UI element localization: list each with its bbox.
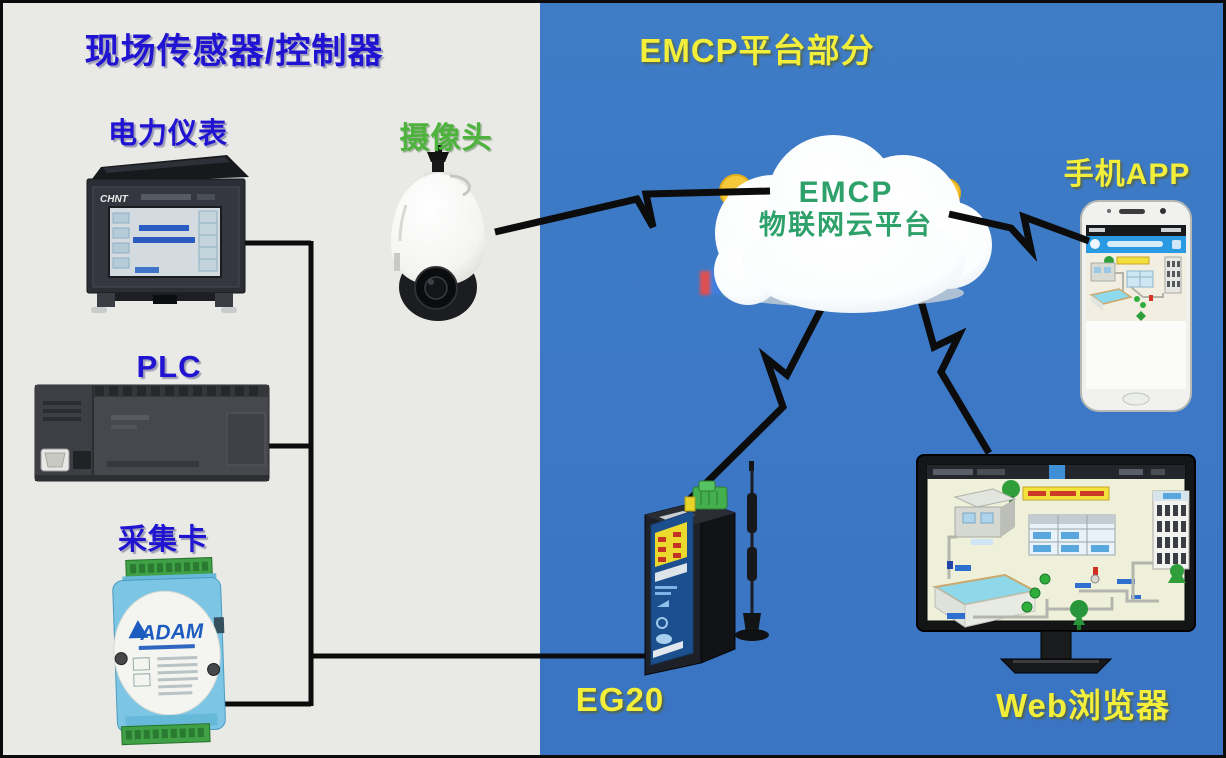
dial-icon <box>656 617 668 629</box>
cloud-platform-title: EMCP 物联网云平台 <box>759 175 933 242</box>
phone-earpiece <box>1119 209 1145 214</box>
lightning-cloud-to-gateway <box>684 259 850 505</box>
gateway-terminal-plug <box>684 480 728 512</box>
camera-mount <box>427 152 449 162</box>
plc-cover-door <box>226 412 266 466</box>
gateway-device <box>644 461 769 676</box>
gateway-model-bar <box>655 563 687 582</box>
cloud-graphic <box>700 135 992 313</box>
cloud-icon <box>656 634 672 644</box>
field-section-title: 现场传感器/控制器 <box>84 32 384 71</box>
menu-icon <box>1172 240 1181 249</box>
daq-label <box>113 590 221 716</box>
valve-icon <box>1039 573 1051 585</box>
back-icon <box>1090 239 1100 249</box>
cloud-title-line2: 物联网云平台 <box>759 210 933 241</box>
phone-camera-dot <box>1160 208 1166 214</box>
daq-logo-mark <box>128 620 149 639</box>
camera-label: 摄像头 <box>399 122 493 155</box>
power-meter-brand: CHNT <box>100 194 129 205</box>
plc-label: PLC <box>136 349 202 384</box>
gateway-side <box>700 500 736 664</box>
gateway-label: EG20 <box>575 681 665 718</box>
lightning-cloud-to-monitor <box>906 260 993 455</box>
field-section-background <box>3 3 540 755</box>
connection-lines <box>208 240 993 707</box>
tree-icon <box>1002 480 1020 498</box>
daq-module-device: ADAM <box>112 557 226 746</box>
camera-wire-loop <box>449 174 471 197</box>
signal-icon <box>657 600 669 607</box>
power-meter-label: 电力仪表 <box>107 118 229 150</box>
plc-port <box>73 451 91 469</box>
monitor-device <box>916 454 1196 674</box>
gateway-antenna <box>735 461 769 641</box>
cloud-title-line1: EMCP <box>798 176 894 209</box>
red-valve-icon <box>1093 567 1098 575</box>
power-meter-device: CHNT <box>86 155 249 313</box>
daq-brand: ADAM <box>139 620 204 645</box>
camera-device <box>391 145 485 321</box>
valve-icon <box>1029 587 1041 599</box>
scada-screen <box>932 480 1190 630</box>
daq-screw-left <box>114 652 128 666</box>
phone-device <box>1080 200 1192 412</box>
plc-device <box>34 384 270 482</box>
platform-section-title: EMCP平台部分 <box>639 32 875 69</box>
monitor-stand-neck <box>1040 630 1072 660</box>
cloud-lobes <box>714 135 992 313</box>
camera-dome <box>391 173 485 286</box>
tree-icon <box>1070 600 1088 618</box>
daq-screw-right <box>207 662 221 676</box>
valve-icon <box>1021 601 1033 613</box>
phone-home-button <box>1122 392 1150 406</box>
phone-label: 手机APP <box>1063 158 1191 191</box>
web-browser-label: Web浏览器 <box>995 687 1171 724</box>
daq-card-label: 采集卡 <box>117 524 209 556</box>
phone-status-bar <box>1086 225 1186 236</box>
power-meter-screen-text <box>139 225 189 231</box>
